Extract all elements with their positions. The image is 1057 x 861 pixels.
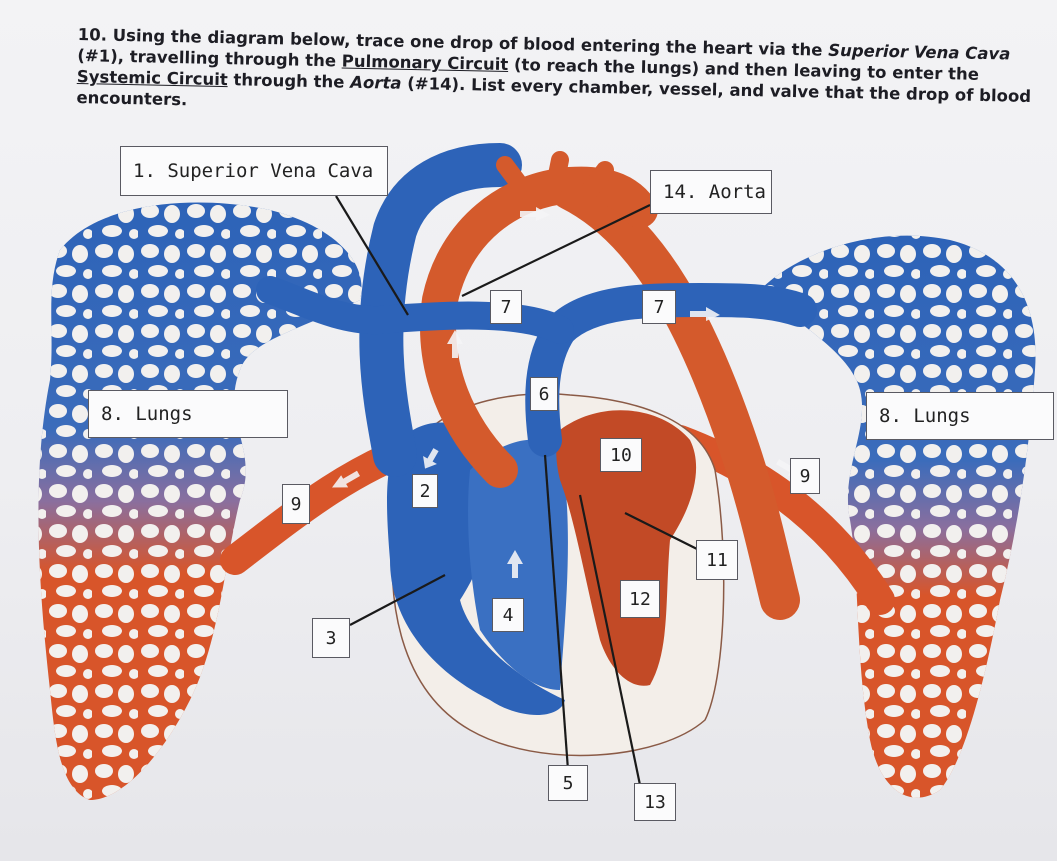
label-12: 12 <box>620 580 660 618</box>
left-lung <box>38 202 362 801</box>
label-13: 13 <box>634 783 676 821</box>
label-7-right: 7 <box>642 290 676 324</box>
label-3: 3 <box>312 618 350 658</box>
label-5: 5 <box>548 765 588 801</box>
label-7-left: 7 <box>490 290 522 324</box>
left-atrium-ventricle <box>556 410 697 686</box>
label-2: 2 <box>412 474 438 508</box>
right-lung <box>760 235 1036 798</box>
superior-vena-cava <box>359 143 522 477</box>
label-lungs-left: 8. Lungs <box>88 390 288 438</box>
label-lungs-right: 8. Lungs <box>866 392 1054 440</box>
right-pulmonary-vein <box>665 425 895 615</box>
label-aorta: 14. Aorta <box>650 170 772 214</box>
label-9-left: 9 <box>282 484 310 524</box>
label-4: 4 <box>492 598 524 632</box>
label-11: 11 <box>696 540 738 580</box>
descending-aorta <box>550 170 800 620</box>
aortic-arch <box>420 166 658 488</box>
label-9-right: 9 <box>790 458 820 494</box>
label-6: 6 <box>530 377 558 411</box>
label-10: 10 <box>600 438 642 472</box>
pointer-lines <box>335 195 706 786</box>
aortic-branches <box>496 151 614 199</box>
flow-arrows <box>332 207 803 578</box>
label-superior-vena-cava: 1. Superior Vena Cava <box>120 146 388 196</box>
